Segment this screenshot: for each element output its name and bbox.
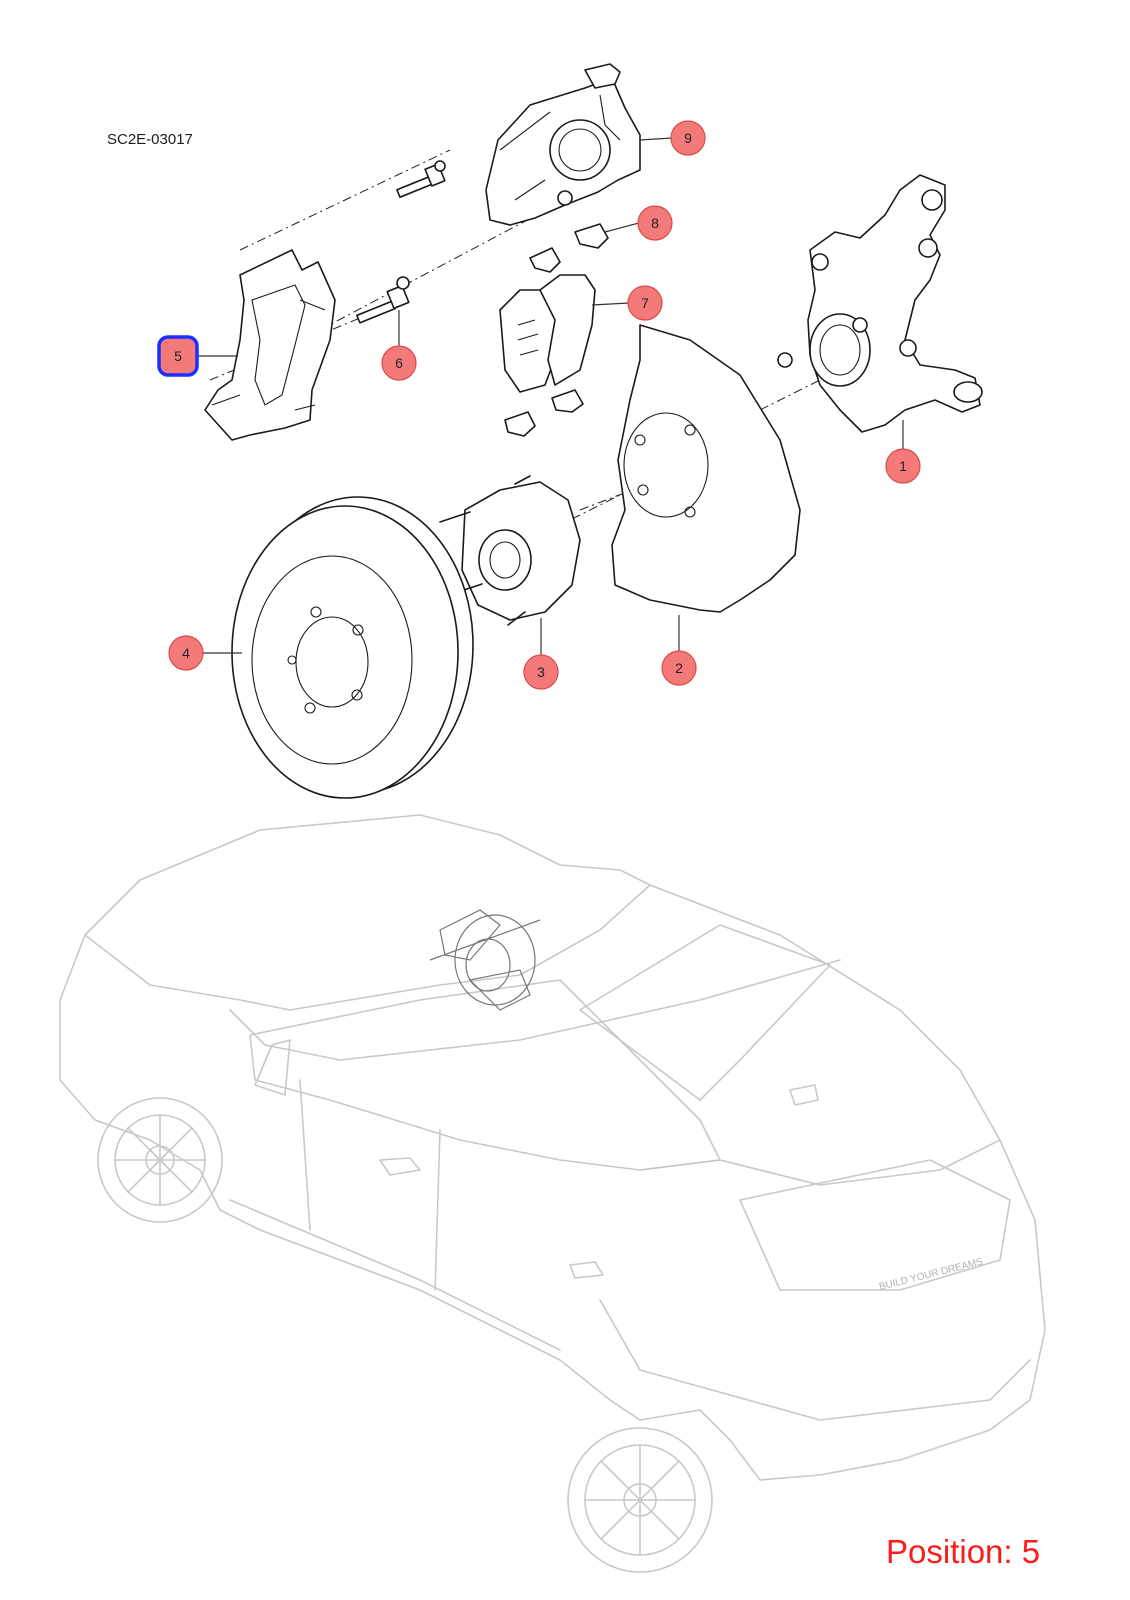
vehicle-brake-location-thumbnail (429, 909, 541, 1011)
dust-shield-part[interactable] (611, 324, 801, 613)
callout-4-button[interactable]: 4 (168, 635, 204, 671)
vehicle-overview-illustration: BUILD YOUR DREAMS (59, 814, 1046, 1573)
steering-knuckle-part[interactable] (777, 174, 983, 433)
callout-leaders (197, 137, 904, 656)
brake-pads-part[interactable] (499, 274, 596, 393)
callout-9-button[interactable]: 9 (670, 120, 706, 156)
brake-disc-part[interactable] (231, 496, 474, 799)
caliper-body-part[interactable] (485, 63, 641, 226)
callout-7-button[interactable]: 7 (627, 285, 663, 321)
caliper-bracket-part[interactable] (204, 249, 336, 441)
position-indicator: Position: 5 (886, 1533, 1041, 1570)
callout-8-button[interactable]: 8 (637, 205, 673, 241)
callout-6-button[interactable]: 6 (381, 345, 417, 381)
callout-2-button[interactable]: 2 (661, 650, 697, 686)
callout-1-button[interactable]: 1 (885, 448, 921, 484)
callout-5-button-selected[interactable]: 5 (157, 335, 199, 377)
guide-pin-upper-part[interactable] (396, 160, 446, 199)
callout-3-button[interactable]: 3 (523, 654, 559, 690)
pad-clips-part[interactable] (504, 223, 609, 437)
guide-pin-lower-part[interactable] (356, 276, 410, 324)
hub-bearing-part[interactable] (439, 475, 581, 626)
vehicle-badge-text: BUILD YOUR DREAMS (878, 1256, 984, 1293)
diagram-code-label: SC2E-03017 (107, 131, 193, 148)
